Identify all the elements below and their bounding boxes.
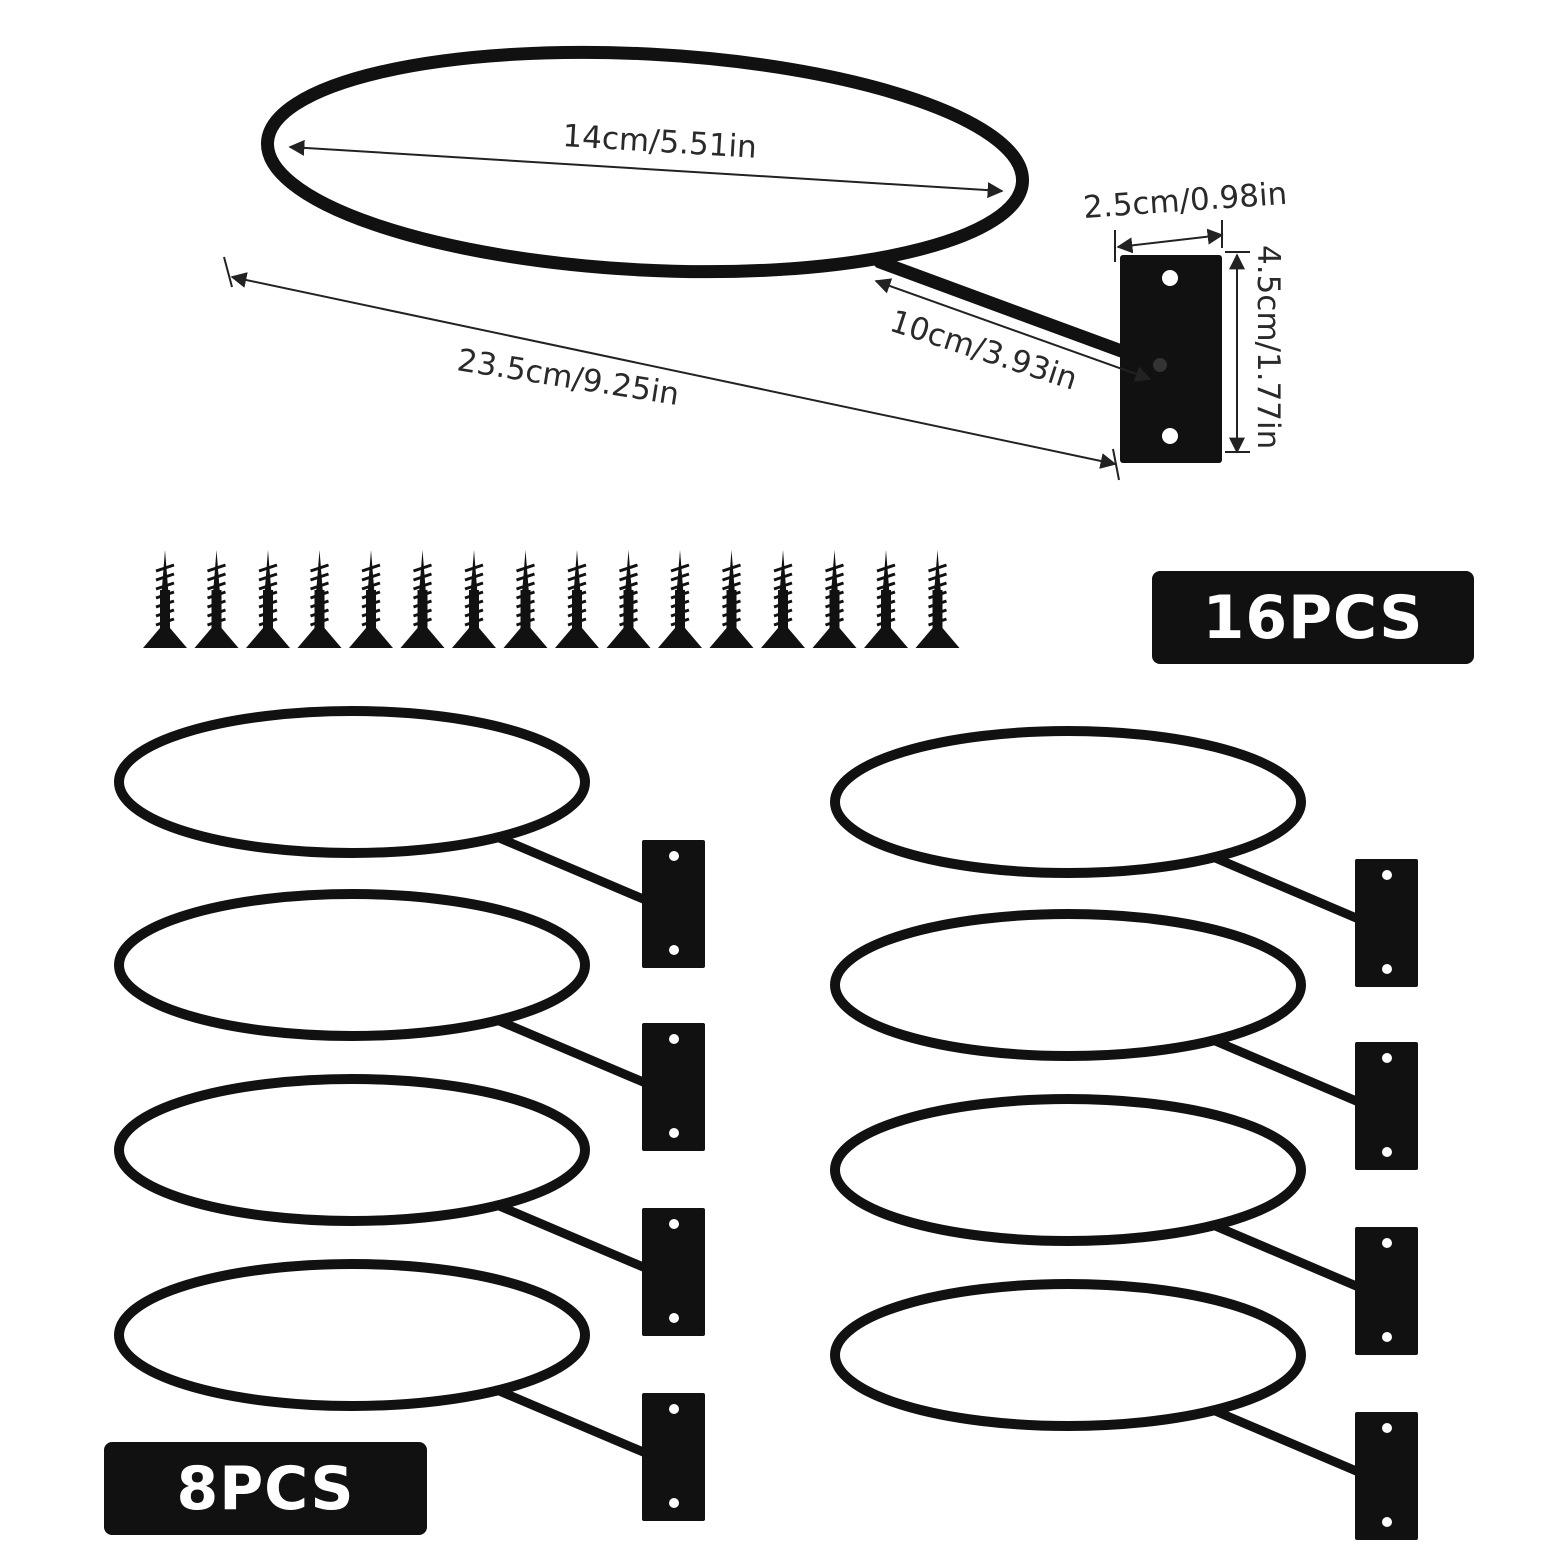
holder-icon [830,1094,1418,1355]
screw-icon [709,550,754,648]
holder-icon [114,889,705,1151]
main-holder-wall-plate [1120,255,1222,463]
screw-icon [606,550,651,648]
main-holder-diagram: 14cm/5.51in 2.5cm/0.98in 4.5cm/1.77in 10… [223,45,1288,481]
screw-icon [761,550,805,648]
screws-row [143,550,960,648]
screw-icon [555,550,599,648]
plate-width-line [1116,228,1224,254]
holder-icon [114,706,705,968]
screw-icon [194,550,239,648]
total-length-line [230,272,1117,469]
arm-length-label: 10cm/3.93in [886,303,1082,397]
plate-height-label: 4.5cm/1.77in [1250,245,1286,449]
plate-hole-icon [1162,270,1178,286]
total-length-label: 23.5cm/9.25in [455,342,682,413]
holder-icon [830,726,1418,987]
screw-icon [143,550,187,648]
holders-count-badge: 8PCS [104,1442,427,1535]
screw-icon [503,550,548,648]
screw-icon [400,550,445,648]
holders-group [114,706,1418,1540]
holder-icon [830,1279,1418,1540]
screw-icon [812,550,857,648]
plate-hole-icon [1162,428,1178,444]
main-holder-ring [260,45,1030,279]
screw-icon [864,550,908,648]
screw-icon [658,550,702,648]
ring-diameter-line [288,139,1004,199]
ring-diameter-label: 14cm/5.51in [562,118,758,166]
screw-icon [349,550,393,648]
screws-count-badge: 16PCS [1152,571,1474,664]
screw-icon [246,550,290,648]
holder-icon [114,1259,705,1521]
screw-icon [297,550,342,648]
screw-icon [452,550,496,648]
holder-icon [114,1074,705,1336]
holder-icon [830,909,1418,1170]
plate-width-label: 2.5cm/0.98in [1082,176,1288,226]
screw-icon [915,550,960,648]
